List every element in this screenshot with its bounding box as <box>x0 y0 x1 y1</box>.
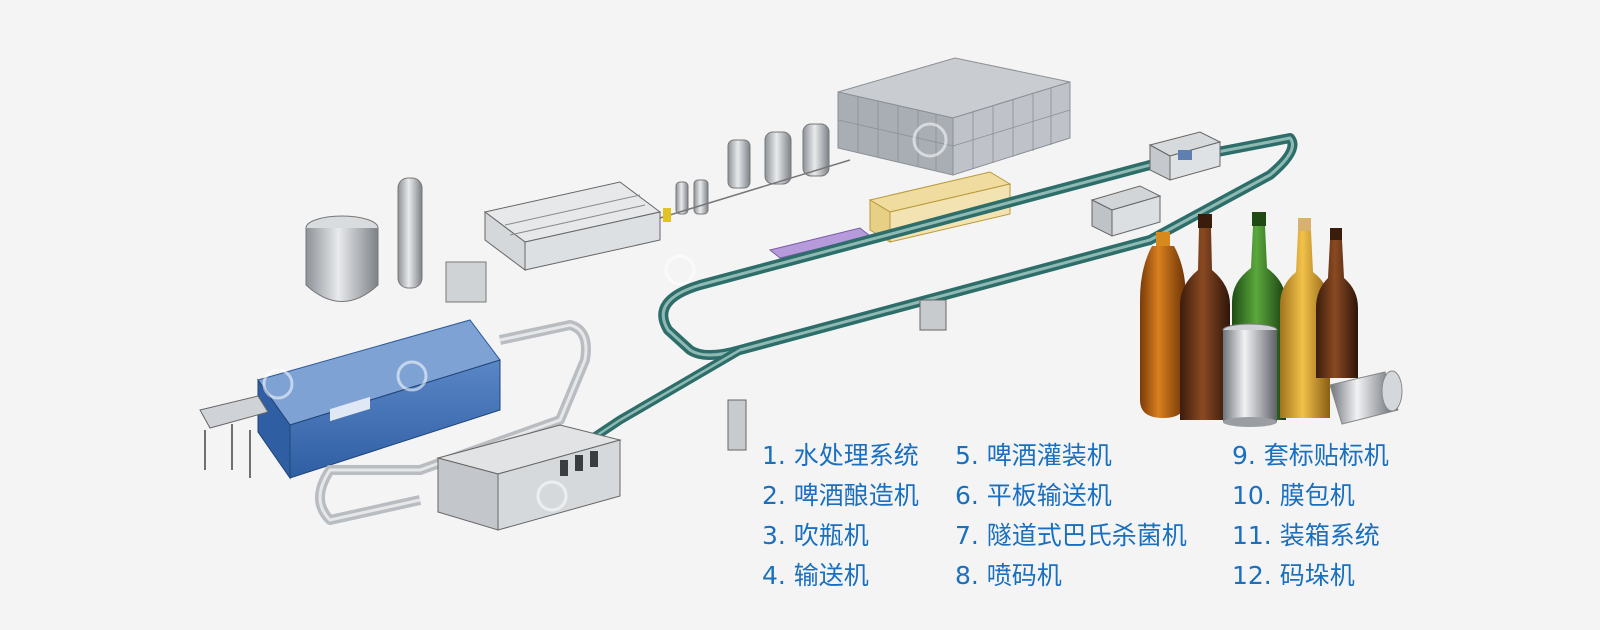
legend-item-6: 6. 平板输送机 <box>955 481 1112 510</box>
labeler-unit <box>1148 131 1222 181</box>
watermark-logos <box>262 122 948 512</box>
legend-item-5: 5. 啤酒灌装机 <box>955 441 1112 470</box>
shrink-wrapper-unit <box>1090 185 1162 237</box>
product-bottles <box>1140 212 1403 427</box>
filter-column <box>397 177 487 303</box>
legend-item-2: 2. 啤酒酿造机 <box>762 481 919 510</box>
legend-column-1: 1. 水处理系统 2. 啤酒酿造机 3. 吹瓶机 4. 输送机 <box>762 436 919 596</box>
legend-item-7: 7. 隧道式巴氏杀菌机 <box>955 521 1187 550</box>
brewing-tanks <box>659 123 851 219</box>
raw-water-tank <box>305 215 379 302</box>
blow-molding-machine <box>199 319 501 480</box>
can-icon <box>1222 323 1278 427</box>
legend-item-1: 1. 水处理系统 <box>762 441 919 470</box>
water-treatment-unit <box>483 181 671 271</box>
beer-filling-machine <box>436 424 622 531</box>
legend-item-10: 10. 膜包机 <box>1232 481 1355 510</box>
legend-column-3: 9. 套标贴标机 10. 膜包机 11. 装箱系统 12. 码垛机 <box>1232 436 1389 596</box>
dark-bottle-icon <box>1316 228 1358 378</box>
legend-item-8: 8. 喷码机 <box>955 561 1062 590</box>
legend-item-4: 4. 输送机 <box>762 561 869 590</box>
legend-item-9: 9. 套标贴标机 <box>1232 441 1389 470</box>
legend-item-11: 11. 装箱系统 <box>1232 521 1380 550</box>
lying-can-icon <box>1329 370 1403 425</box>
pet-bottle-icon <box>1140 232 1186 418</box>
brown-bottle-icon <box>1180 214 1230 420</box>
storage-tank-block <box>837 57 1071 176</box>
legend-item-12: 12. 码垛机 <box>1232 561 1355 590</box>
conveyor-loop <box>557 133 1298 464</box>
legend-item-3: 3. 吹瓶机 <box>762 521 869 550</box>
coder-unit <box>727 299 947 451</box>
legend-column-2: 5. 啤酒灌装机 6. 平板输送机 7. 隧道式巴氏杀菌机 8. 喷码机 <box>955 436 1187 596</box>
